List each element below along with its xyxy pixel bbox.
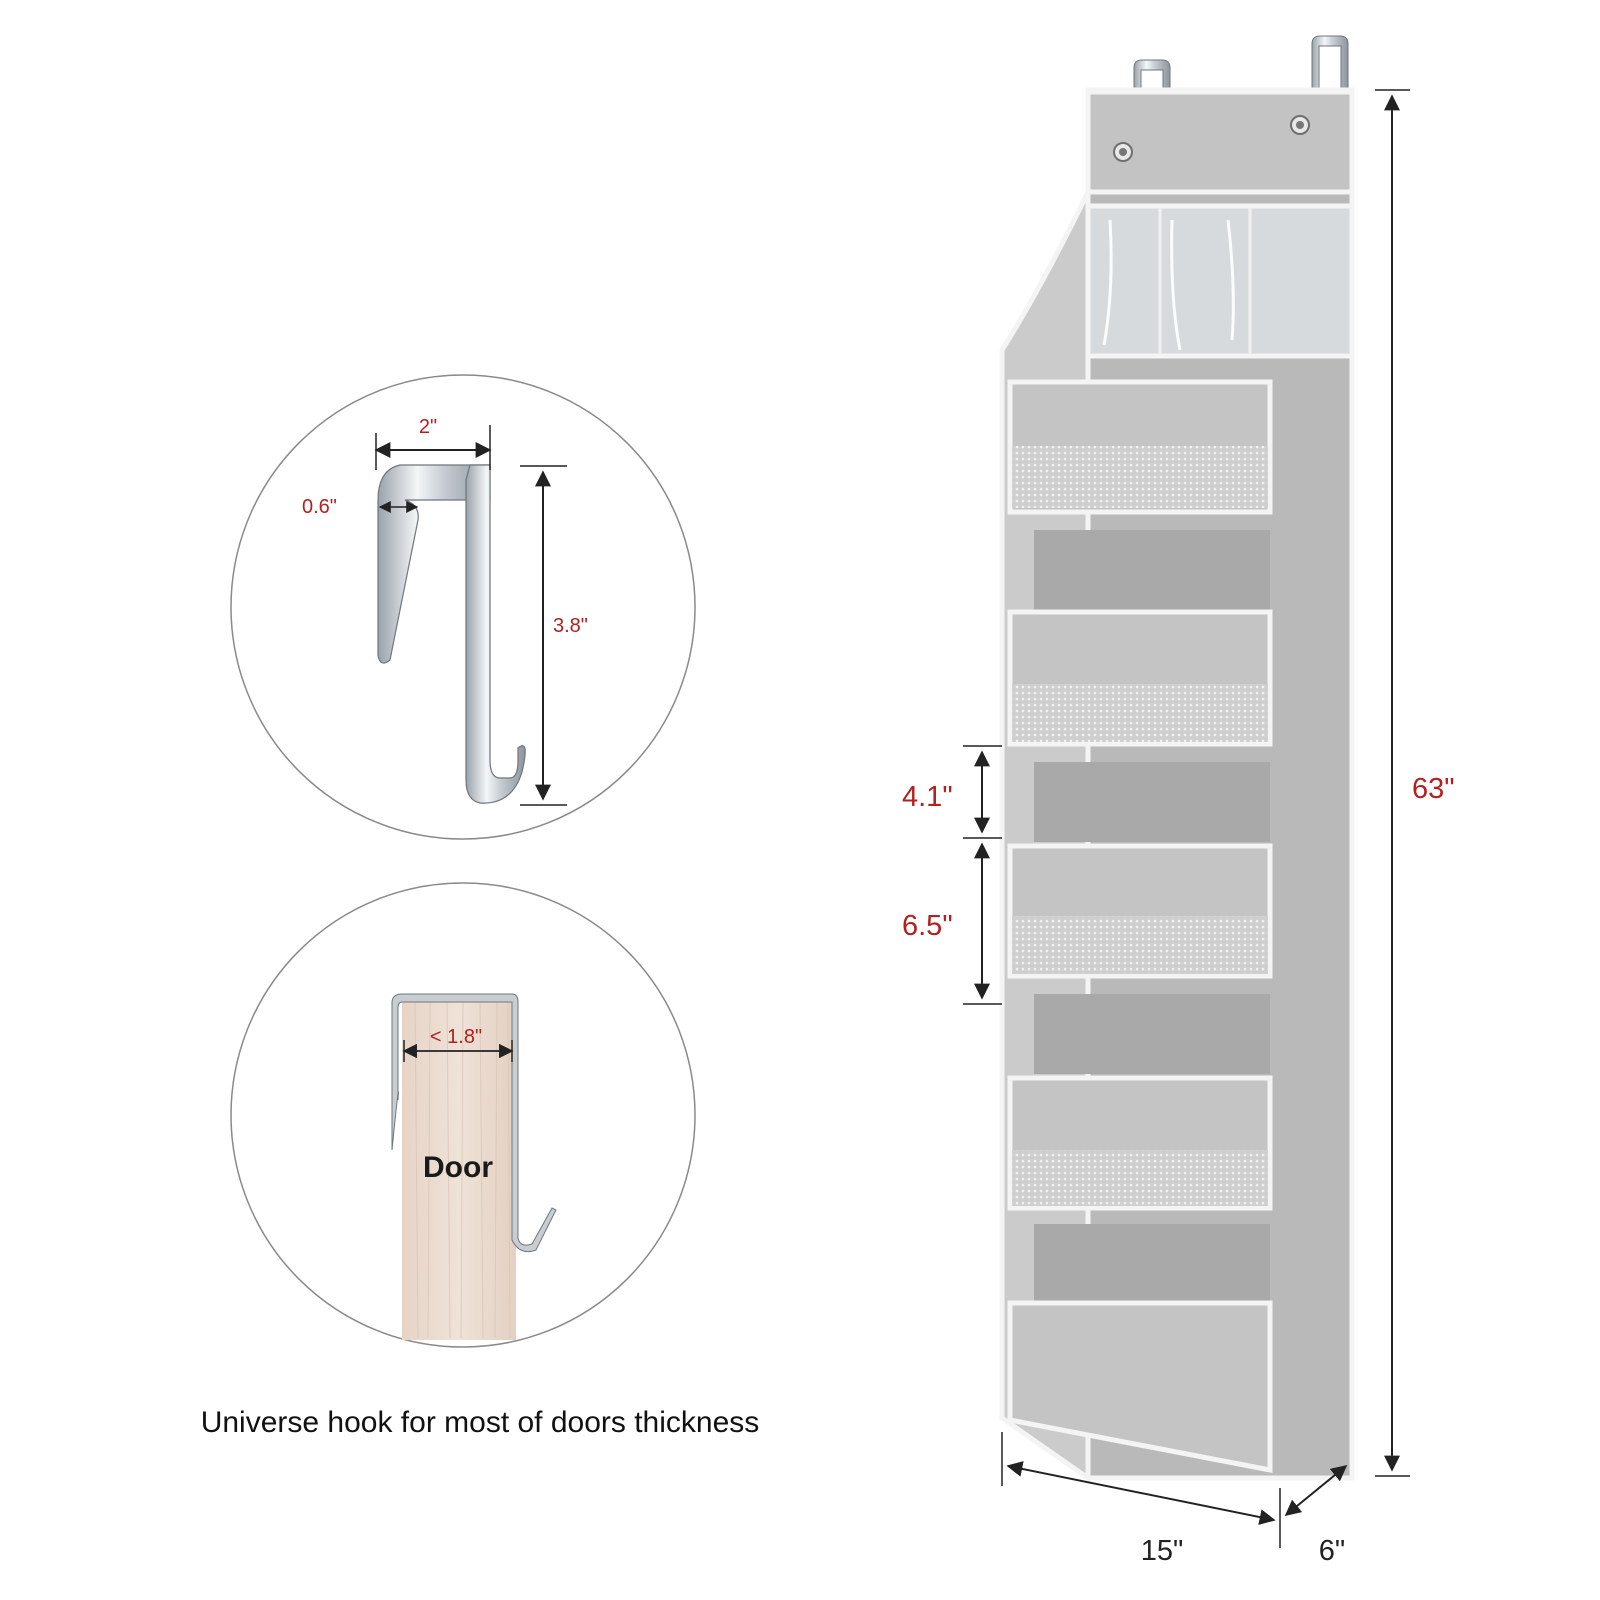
clear-pocket-reflection bbox=[1102, 219, 1235, 351]
pocket-interior bbox=[1034, 530, 1270, 610]
organizer-header bbox=[1085, 89, 1355, 195]
pocket-gap-label: 4.1" bbox=[902, 781, 953, 813]
organizer-width-label: 15" bbox=[1141, 1535, 1184, 1567]
mesh-pocket bbox=[1012, 446, 1268, 508]
door-hook bbox=[391, 993, 557, 1253]
pocket-height-label: 6.5" bbox=[902, 910, 953, 942]
organizer-width-dimension-line bbox=[1006, 1461, 1276, 1525]
hook-height-label: 3.8" bbox=[553, 615, 588, 637]
mesh-pocket bbox=[1012, 684, 1268, 742]
door-thickness-label: < 1.8" bbox=[430, 1026, 482, 1048]
mesh-pocket bbox=[1012, 916, 1268, 974]
hook-detail-panel: 2" 0.6" 3.8" bbox=[230, 374, 696, 840]
grommet-left-hole bbox=[1119, 148, 1127, 156]
hook-detail-circle bbox=[230, 374, 696, 840]
organizer-height-label: 63" bbox=[1412, 773, 1455, 805]
door-label: Door bbox=[423, 1151, 493, 1184]
organizer-pockets bbox=[1007, 379, 1273, 1474]
pocket-interior bbox=[1034, 1224, 1270, 1304]
hook-caption: Universe hook for most of doors thicknes… bbox=[200, 1406, 760, 1439]
mesh-pocket bbox=[1012, 1150, 1268, 1206]
grommet-right-hole bbox=[1296, 121, 1304, 129]
door-organizer: 63" 4.1" 6.5" 15" 6" bbox=[902, 35, 1455, 1567]
organizer-depth-dimension-line bbox=[1284, 1464, 1348, 1517]
over-door-hook-shank bbox=[465, 464, 526, 804]
door-detail-panel: < 1.8" Door bbox=[230, 882, 696, 1348]
pocket-interior bbox=[1034, 762, 1270, 842]
hook-thickness-label: 0.6" bbox=[302, 496, 337, 518]
pocket-interior bbox=[1034, 994, 1270, 1074]
hook-width-label: 2" bbox=[419, 416, 437, 438]
clear-top-pocket bbox=[1085, 203, 1355, 359]
organizer-depth-label: 6" bbox=[1319, 1535, 1345, 1567]
